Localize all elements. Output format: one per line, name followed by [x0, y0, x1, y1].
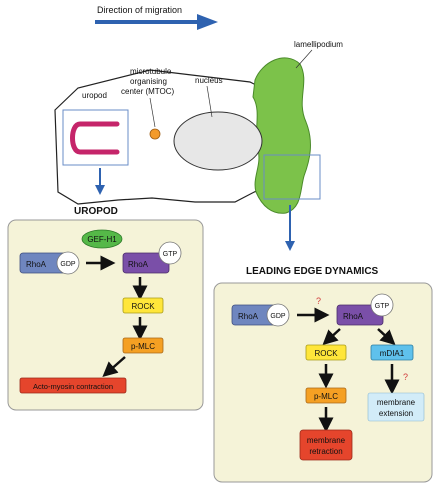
uropod-pmlc-node: [122, 337, 164, 354]
membrane-retraction-node: [299, 429, 353, 461]
gef-h1-label: GEF-H1: [87, 235, 117, 244]
leading-rock-node: [305, 344, 347, 361]
leading-pmlc-node: [305, 387, 347, 404]
leading-pmlc-label: p-MLC: [314, 392, 338, 401]
uropod-rhoa-inactive-label: RhoA: [26, 260, 47, 269]
mtoc-label-line3: center (MTOC): [121, 87, 175, 96]
question-mark-1: ?: [316, 296, 321, 306]
uropod-gdp-label: GDP: [60, 261, 76, 268]
nucleus-shape: [173, 111, 263, 171]
uropod-pmlc-label: p-MLC: [131, 342, 155, 351]
uropod-panel: UROPOD GEF-H1 RhoA GDP RhoA GTP ROCK p-M…: [7, 206, 204, 411]
membrane-extension-node: [367, 392, 425, 422]
uropod-rock-node: [122, 297, 164, 314]
leading-edge-zoom-box: [263, 154, 321, 200]
uropod-rock-label: ROCK: [131, 302, 155, 311]
membrane-retraction-label-1: membrane: [307, 436, 346, 445]
membrane-extension-label-1: membrane: [377, 398, 416, 407]
nucleus-label: nucleus: [195, 76, 223, 85]
direction-label: Direction of migration: [97, 5, 182, 15]
acto-myosin-node: [19, 377, 127, 394]
leading-gtp-label: GTP: [375, 303, 390, 310]
mtoc-label-line1: microtubule: [130, 67, 172, 76]
uropod-gtp-label: GTP: [163, 251, 178, 258]
leading-rhoa-active-label: RhoA: [343, 312, 364, 321]
leading-rhoa-inactive-label: RhoA: [238, 312, 259, 321]
leading-edge-panel-title: LEADING EDGE DYNAMICS: [246, 266, 379, 277]
mdia1-label: mDIA1: [380, 349, 405, 358]
uropod-gdp-node: [56, 251, 80, 275]
direction-arrow-icon: [197, 14, 218, 30]
membrane-retraction-label-2: retraction: [309, 447, 342, 456]
uropod-zoom-box: [62, 109, 129, 166]
leading-edge-panel: LEADING EDGE DYNAMICS RhoA GDP ? RhoA GT…: [213, 266, 433, 483]
leading-gdp-label: GDP: [270, 313, 286, 320]
uropod-rhoa-active-label: RhoA: [128, 260, 149, 269]
mdia1-node: [370, 344, 414, 361]
question-mark-2: ?: [403, 372, 408, 382]
membrane-extension-label-2: extension: [379, 409, 413, 418]
uropod-gtp-node: [158, 241, 182, 265]
lamellipodium-label: lamellipodium: [294, 40, 343, 49]
mtoc-label-line2: organising: [130, 77, 167, 86]
leading-gtp-node: [370, 293, 394, 317]
uropod-panel-title: UROPOD: [74, 206, 118, 217]
direction-of-migration: Direction of migration: [95, 5, 218, 30]
uropod-shape: [70, 121, 120, 155]
gef-h1-node: [81, 229, 123, 249]
acto-myosin-label: Acto-myosin contraction: [33, 382, 113, 391]
leading-rock-label: ROCK: [314, 349, 338, 358]
leading-gdp-node: [266, 303, 290, 327]
mtoc-shape: [149, 128, 161, 140]
uropod-label: uropod: [82, 91, 107, 100]
cell-diagram: uropod microtubule organising center (MT…: [54, 40, 343, 214]
